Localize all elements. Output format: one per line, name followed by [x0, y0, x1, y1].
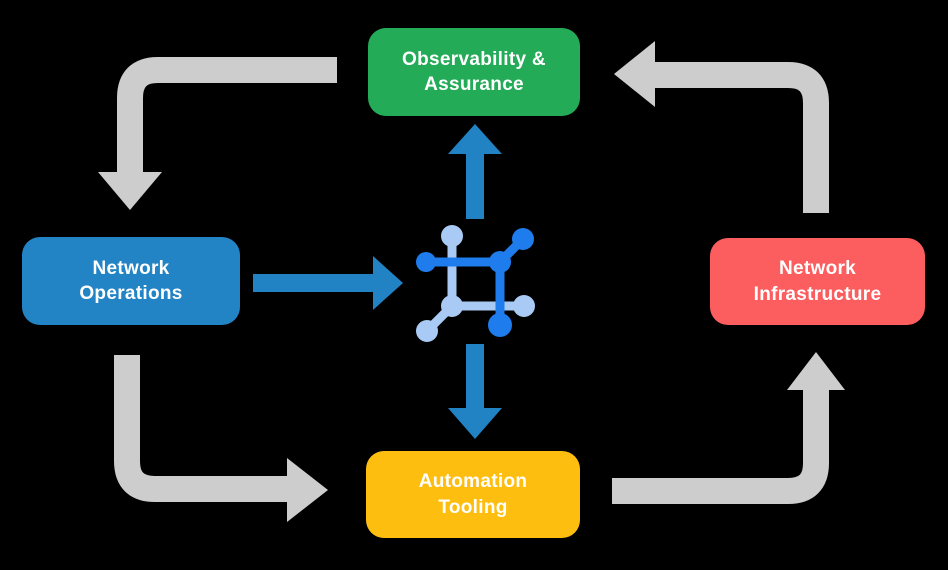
node-label-line: Assurance: [424, 74, 524, 95]
network-node-icon-light-part: [416, 225, 535, 342]
arrow-center-to-observability: [448, 124, 502, 219]
arrow-center-to-tooling: [448, 344, 502, 439]
arrow-operations-to-tooling: [114, 355, 328, 522]
arrow-tooling-to-infrastructure: [612, 352, 845, 504]
node-network-infrastructure: Network Infrastructure: [710, 238, 925, 325]
node-label-line: Tooling: [438, 496, 508, 518]
node-label-line: Network: [778, 258, 857, 280]
network-node-icon-dark-part: [416, 228, 534, 337]
arrow-operations-to-center: [253, 256, 403, 310]
arrow-observability-to-operations: [98, 57, 337, 210]
arrow-infrastructure-to-observability: [614, 41, 829, 213]
node-label-line: Infrastructure: [753, 283, 882, 305]
node-label-line: Operations: [79, 283, 183, 304]
node-observability-assurance: Observability & Assurance: [368, 28, 580, 116]
network-node-icon: [416, 225, 535, 342]
node-label-line: Network: [92, 257, 170, 279]
node-label-line: Automation: [418, 471, 528, 493]
node-network-operations: Network Operations: [22, 237, 240, 325]
node-automation-tooling: Automation Tooling: [366, 451, 580, 538]
node-label-line: Observability &: [402, 48, 546, 70]
